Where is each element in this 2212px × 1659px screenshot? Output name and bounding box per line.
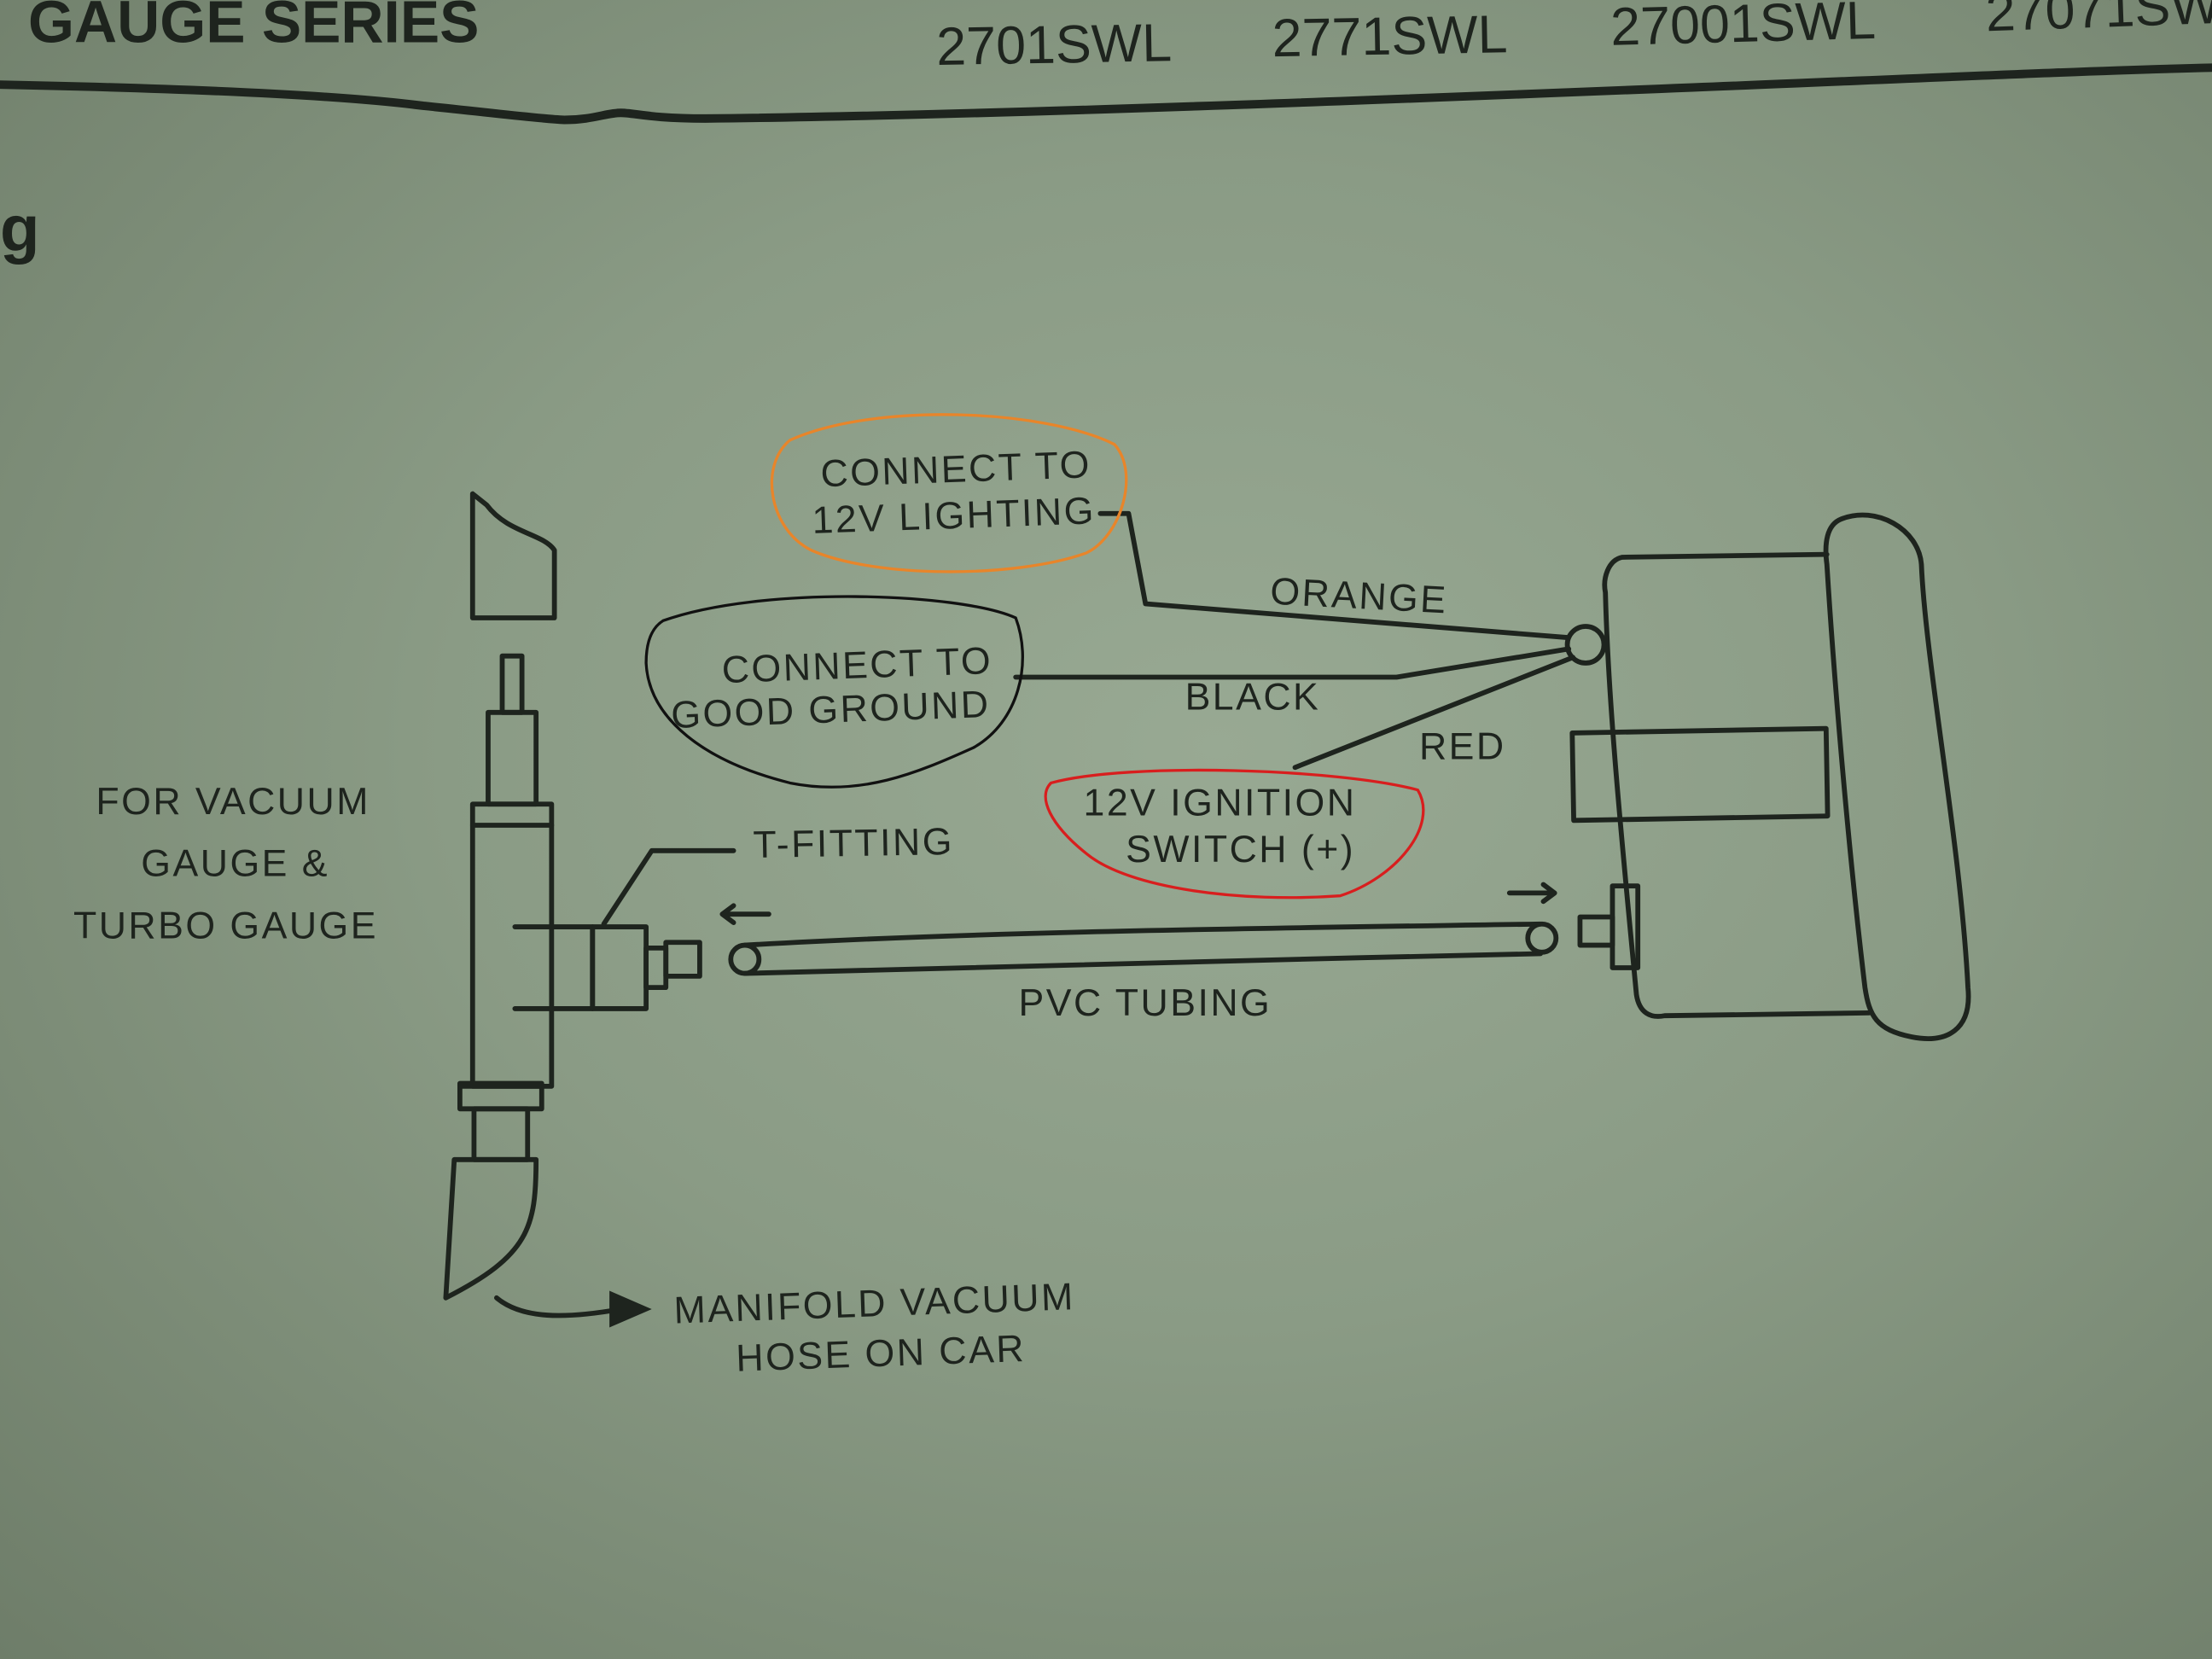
ground-label-1: CONNECT TO	[721, 640, 993, 691]
t-fitting-label: T-FITTING	[753, 821, 954, 866]
vacuum-note-1: FOR VACUUM	[96, 781, 370, 823]
ground-annotation-circle	[644, 595, 1024, 789]
model-2: 2771SWL	[1272, 4, 1508, 68]
manifold-label-2: HOSE ON CAR	[736, 1328, 1027, 1380]
wire-label-orange: ORANGE	[1269, 571, 1449, 622]
wire-label-black: BLACK	[1185, 676, 1321, 718]
ignition-annotation-circle	[1044, 768, 1425, 899]
lighting-label-2: 12V LIGHTING	[812, 490, 1097, 542]
tube-end-left	[728, 942, 762, 976]
wire-label-red: RED	[1419, 725, 1506, 767]
lighting-label-1: CONNECT TO	[820, 444, 1092, 495]
red-wire	[1292, 655, 1576, 771]
section-title-fragment: g	[0, 193, 39, 265]
lighting-annotation-circle	[770, 413, 1128, 573]
pvc-tubing-drawing	[742, 921, 1544, 976]
vacuum-note-2: GAUGE &	[141, 843, 329, 885]
manifold-arrow-line	[493, 1295, 624, 1318]
ignition-label-2: SWITCH (+)	[1126, 829, 1355, 870]
right-arrow-icon	[1506, 882, 1557, 905]
model-4: 27071SW	[1985, 0, 2212, 43]
black-wire	[1013, 646, 1572, 680]
manifold-fitting-drawing	[443, 491, 736, 1301]
pvc-tubing-label: PVC TUBING	[1019, 982, 1272, 1024]
orange-wire	[1097, 510, 1572, 641]
ground-label-2: GOOD GROUND	[670, 684, 991, 736]
manifold-label-1: MANIFOLD VACUUM	[673, 1276, 1076, 1331]
tube-end-right	[1525, 921, 1559, 955]
header-rule	[0, 63, 2212, 125]
manifold-arrow-icon	[609, 1290, 652, 1328]
ignition-label-1: 12V IGNITION	[1084, 782, 1357, 824]
left-arrow-icon	[719, 903, 771, 925]
model-1: 2701SWL	[936, 13, 1173, 77]
header-title: GAUGE SERIES	[28, 0, 479, 55]
vacuum-note-3: TURBO GAUGE	[73, 905, 378, 946]
gauge-drawing	[1564, 512, 1971, 1041]
model-3: 27001SWL	[1610, 0, 1876, 57]
